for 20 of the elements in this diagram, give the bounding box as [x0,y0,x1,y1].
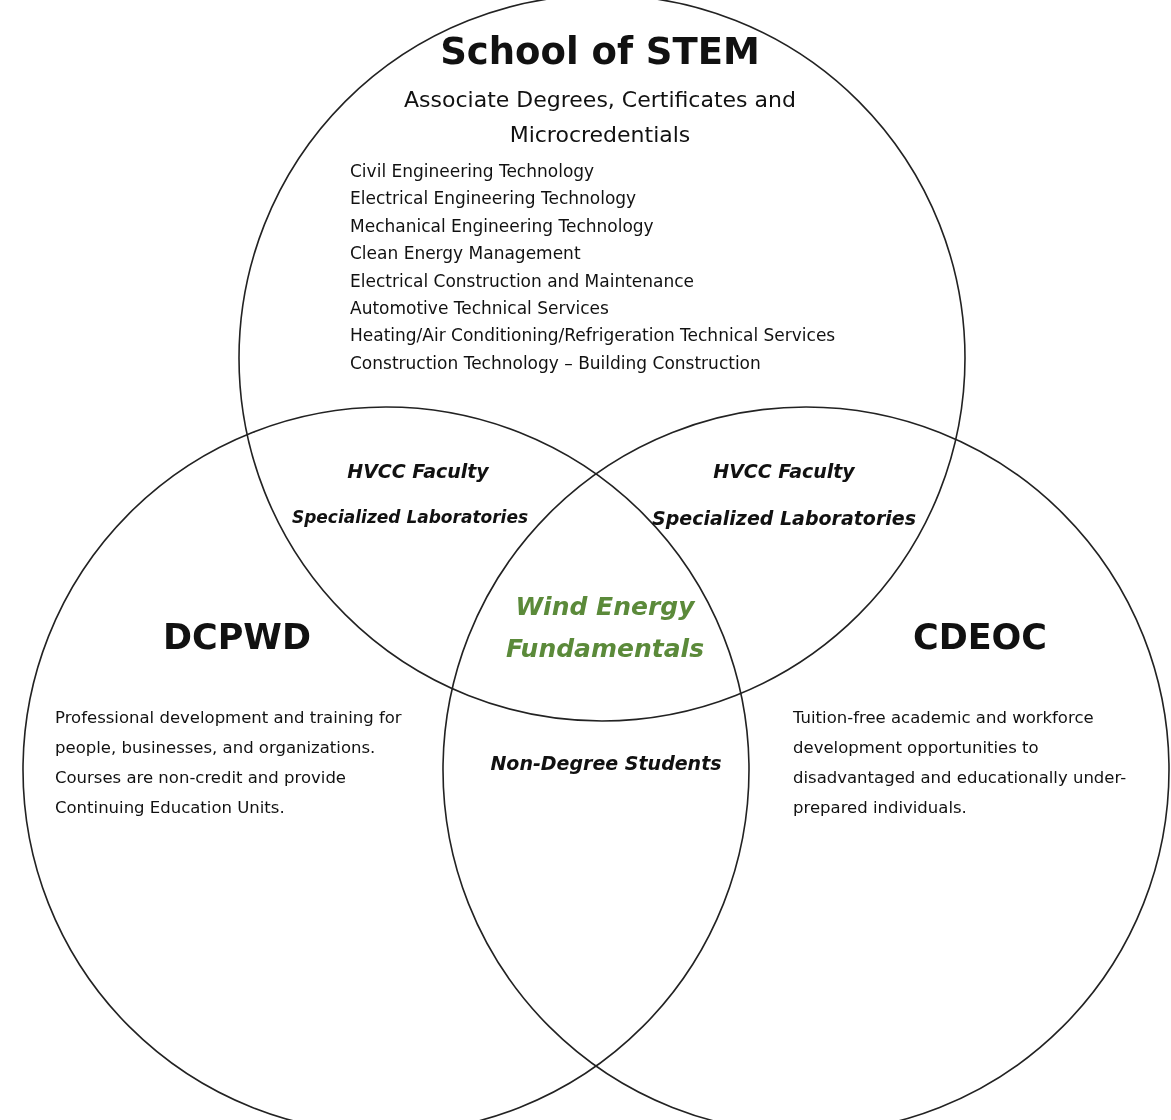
program-name: Electrical Engineering Technology [350,187,637,210]
program-name: Civil Engineering Technology [350,160,595,183]
subtitle: Associate Degrees, Certificates and Microcredentials [403,86,797,149]
overlap-label: Non-Degree Students [490,752,722,774]
overlap-label: HVCC Faculty [713,460,855,482]
circle-title: DCPWD [161,616,313,659]
program-name: Clean Energy Management [350,242,581,265]
overlap-label: HVCC Faculty [347,460,489,482]
description-text: Tuition-free academic and workforce development opportunities to disadvantaged and educationally under-prepared individuals. [793,707,1128,819]
program-name: Construction Technology – Building Construction [350,351,761,374]
program-name: Electrical Construction and Maintenance [350,269,695,292]
circle-title: CDEOC [911,616,1049,659]
program-name: Automotive Technical Services [350,297,609,320]
description-text: Professional development and training for people, businesses, and organizations. Courses are non-credit and provide Continuing Education Units. [55,707,403,819]
program-name: Heating/Air Conditioning/Refrigeration Technical Services [350,324,836,347]
overlap-label: Specialized Laboratories [291,507,529,527]
program-name: Mechanical Engineering Technology [350,214,654,237]
center-label: Wind Energy Fundamentals [504,591,706,665]
circle-title: School of STEM [439,29,761,75]
overlap-label: Specialized Laboratories [652,507,916,529]
